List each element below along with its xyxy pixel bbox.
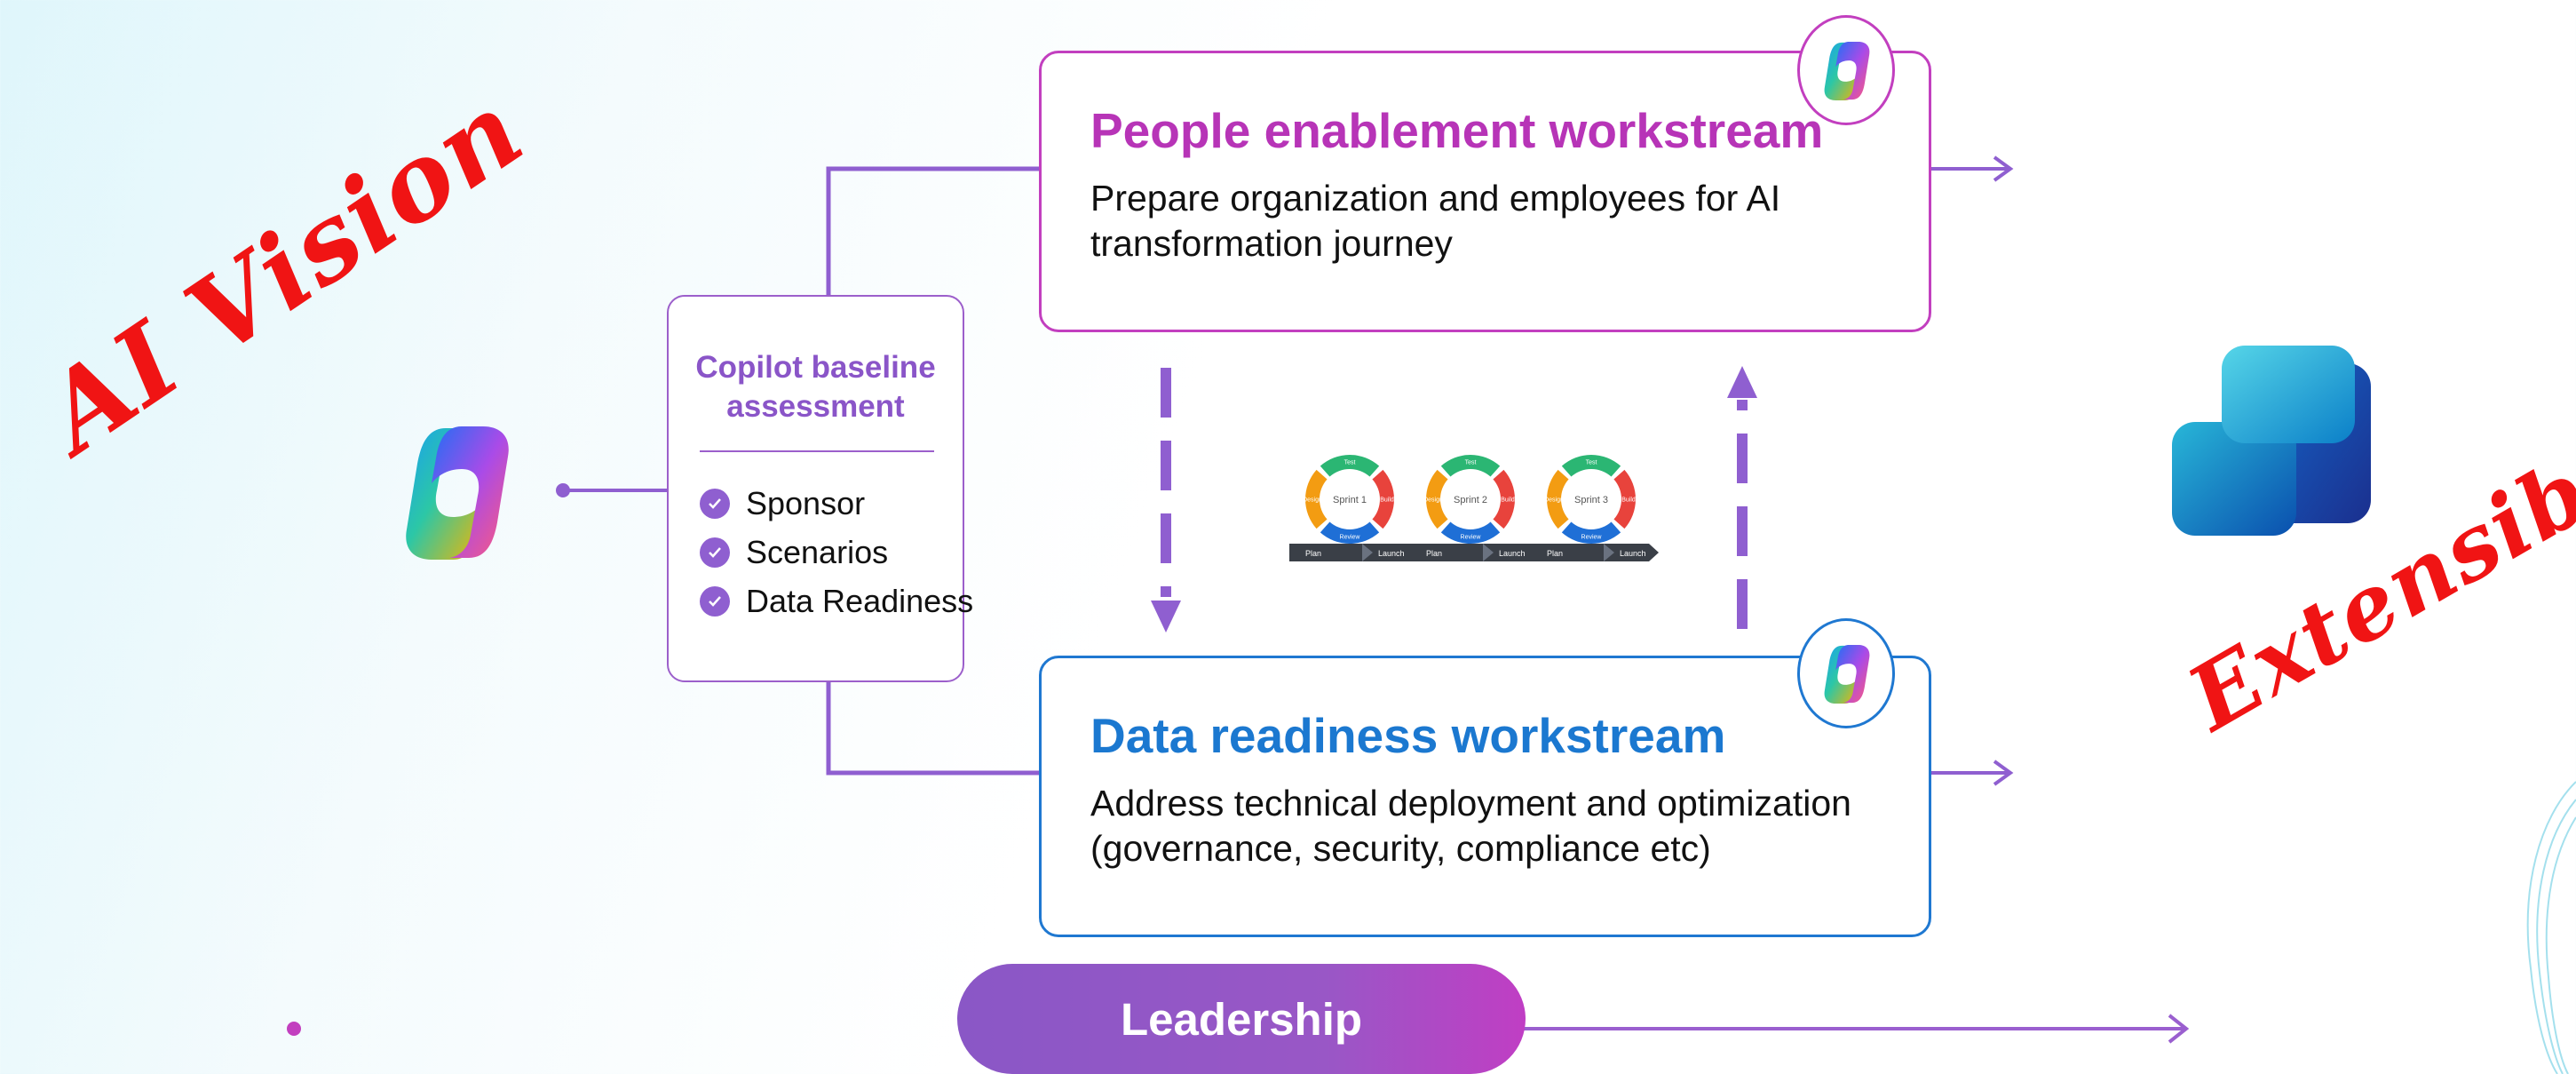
sprint-bar-chevron (1604, 544, 1614, 561)
sprint-cycle-segment (1440, 521, 1501, 544)
dashed-up-arrowhead (1727, 366, 1757, 398)
sprint-cycle-segment (1561, 455, 1621, 477)
people-copilot-badge (1797, 15, 1895, 125)
sprint-label: Sprint 2 (1454, 495, 1487, 505)
sprint-cycle-segment (1372, 469, 1394, 529)
checklist-label: Sponsor (746, 485, 866, 521)
sprint-bar-chevron (1483, 544, 1494, 561)
sprint-launch-label: Launch (1378, 549, 1405, 558)
checklist-item-data-readiness: Data Readiness (700, 583, 973, 620)
leadership-pill: Leadership (957, 964, 1526, 1074)
people-enablement-card: People enablement workstream Prepare org… (1039, 51, 1931, 332)
leadership-label: Leadership (1120, 993, 1363, 1045)
sprint-label: Sprint 1 (1333, 495, 1367, 505)
sprint-cycle-segment (1613, 469, 1636, 529)
data-output-arrowhead (1993, 760, 2014, 786)
sprint-plan-label: Plan (1426, 549, 1442, 558)
checklist-item-scenarios: Scenarios (700, 534, 888, 571)
baseline-to-data-line (826, 682, 1039, 776)
dashed-down-arrowhead (1151, 601, 1181, 632)
decorative-swirl (2526, 781, 2576, 1074)
data-workstream-description: Address technical deployment and optimiz… (1090, 783, 1851, 869)
check-circle-icon (700, 489, 730, 519)
sprint-cycle-segment (1493, 469, 1515, 529)
sprint-cycle-segment (1320, 521, 1380, 544)
sprint-bar-chevron (1362, 544, 1373, 561)
leadership-arrowhead (2168, 1014, 2190, 1044)
data-copilot-badge (1797, 618, 1895, 728)
sprint-cycle-word: Build (1621, 497, 1636, 504)
people-workstream-title: People enablement workstream (1090, 103, 1824, 158)
baseline-divider (700, 450, 934, 452)
sprint-cycle-segment (1426, 469, 1448, 529)
data-readiness-card: Data readiness workstream Address techni… (1039, 656, 1931, 937)
copilot-logo-icon (1824, 42, 1870, 100)
sprint-cycle-segment (1305, 469, 1328, 529)
sprint-cycle-word: Review (1581, 535, 1603, 541)
baseline-to-people-line (826, 166, 1039, 295)
sprint-cycle-word: Test (1465, 460, 1477, 466)
sprint-cycle-word: Review (1461, 535, 1482, 541)
check-circle-icon (700, 586, 730, 617)
sprint-cycle-segment (1547, 469, 1569, 529)
sprint-cycle-segment (1320, 455, 1380, 477)
sprint-cycle-word: Build (1380, 497, 1394, 504)
sprint-launch-label: Launch (1620, 549, 1646, 558)
baseline-title: Copilot baseline assessment (695, 350, 936, 424)
sprint-cycle-word: Design (1303, 497, 1322, 504)
people-output-arrowhead (1993, 155, 2014, 182)
sprint-plan-label: Plan (1305, 549, 1321, 558)
sprint-plan-label: Plan (1547, 549, 1563, 558)
sprint-cycle-word: Test (1344, 460, 1356, 466)
sprint-launch-label: Launch (1499, 549, 1526, 558)
sprint-cycle-word: Test (1586, 460, 1597, 466)
sprint-cycle-segment (1561, 521, 1621, 544)
copilot-studio-logo-icon (2172, 346, 2371, 536)
checklist-label: Data Readiness (746, 583, 974, 619)
sprint-cycle-word: Build (1501, 497, 1515, 504)
baseline-assessment-card: Copilot baseline assessment Sponsor Scen… (667, 295, 973, 682)
sprint-timeline-bar (1289, 544, 1649, 561)
sprint-bar-arrowhead (1649, 544, 1659, 561)
data-workstream-title: Data readiness workstream (1090, 708, 1726, 763)
checklist-item-sponsor: Sponsor (700, 485, 865, 522)
copilot-logo-icon (1824, 645, 1870, 704)
sprint-cycle-segment (1440, 455, 1501, 477)
checklist-label: Scenarios (746, 534, 889, 570)
sprint-label: Sprint 3 (1574, 495, 1608, 505)
sprint-cycle-word: Design (1423, 497, 1443, 504)
copilot-logo-icon (406, 426, 509, 560)
check-circle-icon (700, 537, 730, 568)
sprint-cycle-word: Review (1340, 535, 1361, 541)
sprint-cycle-word: Design (1544, 497, 1564, 504)
people-workstream-description: Prepare organization and employees for A… (1090, 178, 1781, 264)
